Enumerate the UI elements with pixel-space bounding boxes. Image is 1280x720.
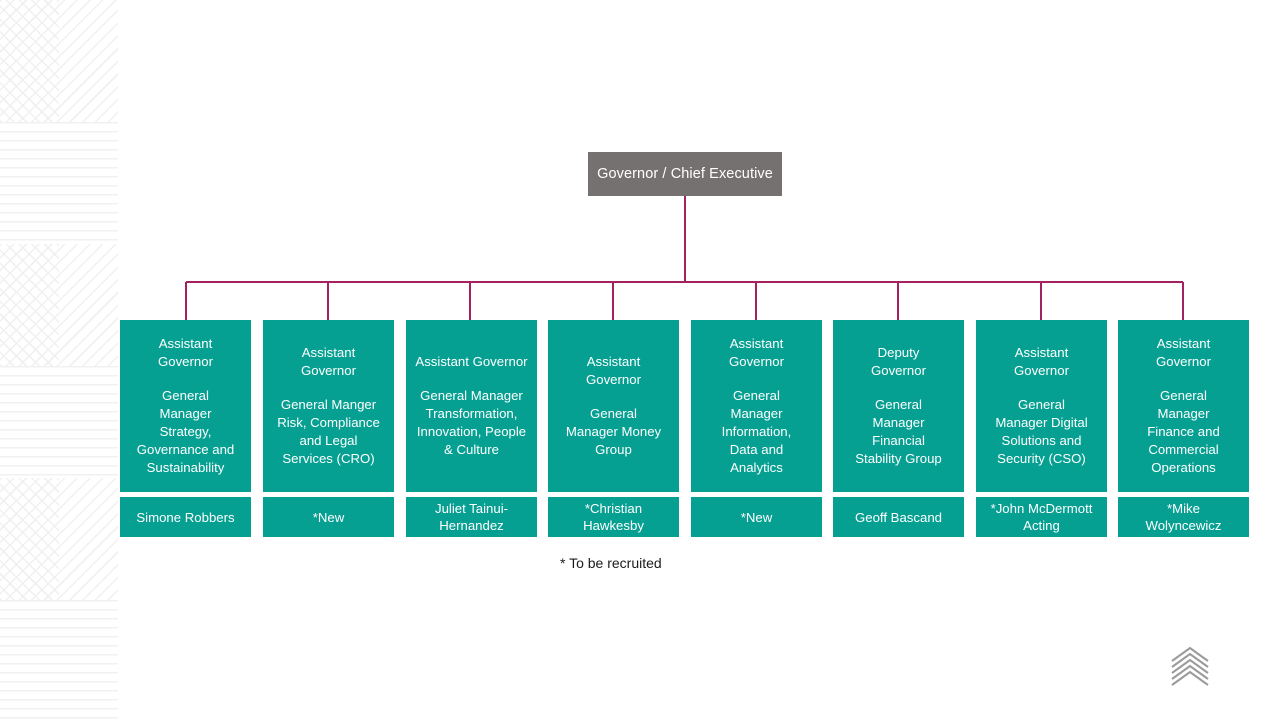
org-role-title: Assistant Governor <box>586 354 641 387</box>
org-column-1[interactable]: Assistant Governor General Manager Strat… <box>120 320 251 537</box>
org-node-name-4[interactable]: *Christian Hawkesby <box>548 497 679 537</box>
org-column-6[interactable]: Deputy Governor General Manager Financia… <box>833 320 964 537</box>
org-column-3[interactable]: Assistant Governor General Manager Trans… <box>406 320 537 537</box>
org-node-role-5[interactable]: Assistant Governor General Manager Infor… <box>691 320 822 492</box>
org-role-title: Assistant Governor <box>729 336 784 369</box>
org-role-subtitle: General Manager Strategy, Governance and… <box>136 388 235 475</box>
org-node-name-6[interactable]: Geoff Bascand <box>833 497 964 537</box>
org-role-title: Assistant Governor <box>158 336 213 369</box>
chevron-stack-logo-icon <box>1171 646 1209 686</box>
org-role-subtitle: General Manger Risk, Compliance and Lega… <box>277 397 380 466</box>
org-node-role-4[interactable]: Assistant Governor General Manager Money… <box>548 320 679 492</box>
org-node-role-8[interactable]: Assistant Governor General Manager Finan… <box>1118 320 1249 492</box>
org-node-governor-chief-executive[interactable]: Governor / Chief Executive <box>588 152 782 196</box>
org-role-subtitle: General Manager Finance and Commercial O… <box>1147 388 1220 475</box>
pattern-chevron-band <box>0 244 118 366</box>
org-column-8[interactable]: Assistant Governor General Manager Finan… <box>1118 320 1249 537</box>
org-node-name-2[interactable]: *New <box>263 497 394 537</box>
org-role-subtitle: General Manager Transformation, Innovati… <box>416 388 527 457</box>
pattern-line-band <box>0 122 118 244</box>
org-node-role-1[interactable]: Assistant Governor General Manager Strat… <box>120 320 251 492</box>
org-node-name-3[interactable]: Juliet Tainui- Hernandez <box>406 497 537 537</box>
org-column-7[interactable]: Assistant Governor General Manager Digit… <box>976 320 1107 537</box>
org-role-title: Assistant Governor <box>301 345 356 378</box>
org-role-subtitle: General Manager Information, Data and An… <box>721 388 792 475</box>
org-column-5[interactable]: Assistant Governor General Manager Infor… <box>691 320 822 537</box>
org-column-4[interactable]: Assistant Governor General Manager Money… <box>548 320 679 537</box>
org-role-title: Assistant Governor <box>1156 336 1211 369</box>
org-role-title: Deputy Governor <box>871 345 926 378</box>
org-node-role-2[interactable]: Assistant Governor General Manger Risk, … <box>263 320 394 492</box>
org-role-subtitle: General Manager Financial Stability Grou… <box>855 397 942 466</box>
org-role-title: Assistant Governor <box>415 354 528 369</box>
footnote-to-be-recruited: * To be recruited <box>560 555 662 571</box>
org-node-name-7[interactable]: *John McDermott Acting <box>976 497 1107 537</box>
decorative-side-pattern <box>0 0 118 720</box>
org-role-subtitle: General Manager Money Group <box>565 406 662 457</box>
org-node-name-8[interactable]: *Mike Wolyncewicz <box>1118 497 1249 537</box>
pattern-line-band <box>0 600 118 720</box>
org-column-2[interactable]: Assistant Governor General Manger Risk, … <box>263 320 394 537</box>
pattern-chevron-band <box>0 478 118 600</box>
pattern-line-band <box>0 366 118 478</box>
org-node-role-6[interactable]: Deputy Governor General Manager Financia… <box>833 320 964 492</box>
org-node-role-3[interactable]: Assistant Governor General Manager Trans… <box>406 320 537 492</box>
org-role-subtitle: General Manager Digital Solutions and Se… <box>995 397 1088 466</box>
org-node-name-5[interactable]: *New <box>691 497 822 537</box>
org-role-title: Assistant Governor <box>1014 345 1069 378</box>
org-node-label: Governor / Chief Executive <box>597 166 773 182</box>
org-node-role-7[interactable]: Assistant Governor General Manager Digit… <box>976 320 1107 492</box>
org-node-name-1[interactable]: Simone Robbers <box>120 497 251 537</box>
pattern-chevron-band <box>0 0 118 122</box>
